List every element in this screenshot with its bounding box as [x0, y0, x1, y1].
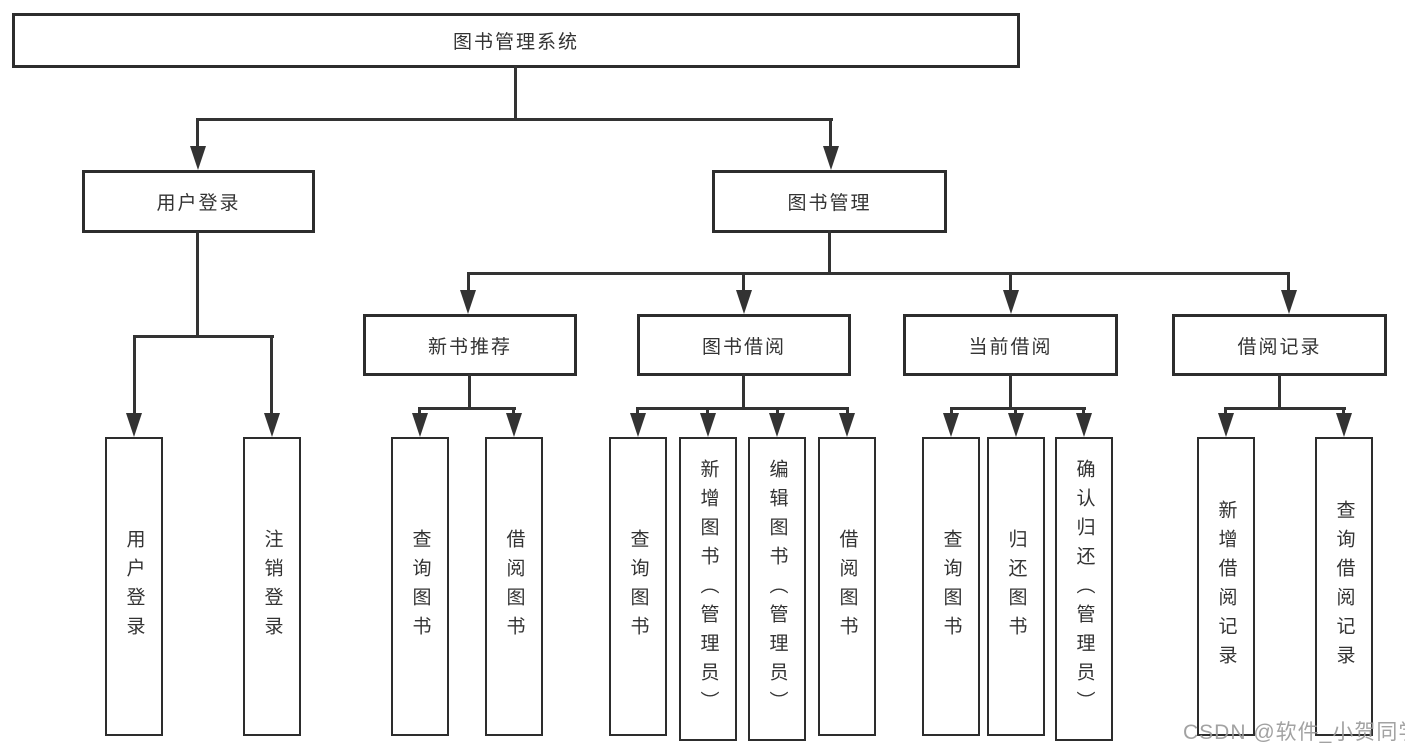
- arrow-down-icon: [700, 413, 716, 437]
- connector-line: [829, 118, 832, 150]
- arrow-down-icon: [412, 413, 428, 437]
- connector-line: [196, 118, 833, 121]
- leaf-query-books-current: 查询图书: [922, 437, 980, 736]
- connector-line: [467, 272, 1290, 275]
- arrow-down-icon: [1281, 290, 1297, 314]
- leaf-logout: 注销登录: [243, 437, 301, 736]
- arrow-down-icon: [190, 146, 206, 170]
- connector-line: [467, 272, 470, 292]
- connector-line: [828, 230, 831, 275]
- leaf-confirm-return-admin: 确认归还（管理员）: [1055, 437, 1113, 741]
- connector-line: [196, 118, 199, 150]
- connector-line: [1278, 374, 1281, 409]
- node-current-borrow: 当前借阅: [903, 314, 1118, 376]
- arrow-down-icon: [264, 413, 280, 437]
- arrow-down-icon: [460, 290, 476, 314]
- connector-line: [637, 407, 849, 410]
- arrow-down-icon: [1218, 413, 1234, 437]
- connector-line: [742, 272, 745, 292]
- connector-line: [133, 335, 274, 338]
- node-borrow-records: 借阅记录: [1172, 314, 1387, 376]
- connector-line: [133, 335, 136, 415]
- leaf-query-borrow-record: 查询借阅记录: [1315, 437, 1373, 736]
- arrow-down-icon: [630, 413, 646, 437]
- node-root: 图书管理系统: [12, 13, 1020, 68]
- connector-line: [196, 231, 199, 335]
- arrow-down-icon: [1076, 413, 1092, 437]
- connector-line: [514, 66, 517, 120]
- arrow-down-icon: [943, 413, 959, 437]
- connector-line: [950, 407, 1086, 410]
- node-new-book-recommend: 新书推荐: [363, 314, 577, 376]
- leaf-edit-book-admin: 编辑图书（管理员）: [748, 437, 806, 741]
- leaf-query-books-borrow: 查询图书: [609, 437, 667, 736]
- node-book-borrow: 图书借阅: [637, 314, 851, 376]
- arrow-down-icon: [769, 413, 785, 437]
- connector-line: [419, 407, 516, 410]
- connector-line: [1009, 374, 1012, 409]
- leaf-add-book-admin: 新增图书（管理员）: [679, 437, 737, 741]
- leaf-return-book: 归还图书: [987, 437, 1045, 736]
- connector-line: [1287, 272, 1290, 292]
- arrow-down-icon: [823, 146, 839, 170]
- arrow-down-icon: [1003, 290, 1019, 314]
- arrow-down-icon: [839, 413, 855, 437]
- arrow-down-icon: [1008, 413, 1024, 437]
- arrow-down-icon: [1336, 413, 1352, 437]
- leaf-add-borrow-record: 新增借阅记录: [1197, 437, 1255, 736]
- arrow-down-icon: [506, 413, 522, 437]
- node-book-management: 图书管理: [712, 170, 947, 233]
- leaf-borrow-books: 借阅图书: [818, 437, 876, 736]
- connector-line: [270, 335, 273, 415]
- connector-line: [742, 374, 745, 409]
- leaf-query-books-recommend: 查询图书: [391, 437, 449, 736]
- csdn-watermark: CSDN @软件_小贺同学: [1183, 721, 1405, 744]
- connector-line: [468, 374, 471, 409]
- arrow-down-icon: [736, 290, 752, 314]
- arrow-down-icon: [126, 413, 142, 437]
- node-user-login: 用户登录: [82, 170, 315, 233]
- connector-line: [1225, 407, 1346, 410]
- leaf-borrow-books-recommend: 借阅图书: [485, 437, 543, 736]
- leaf-user-login: 用户登录: [105, 437, 163, 736]
- connector-line: [1009, 272, 1012, 292]
